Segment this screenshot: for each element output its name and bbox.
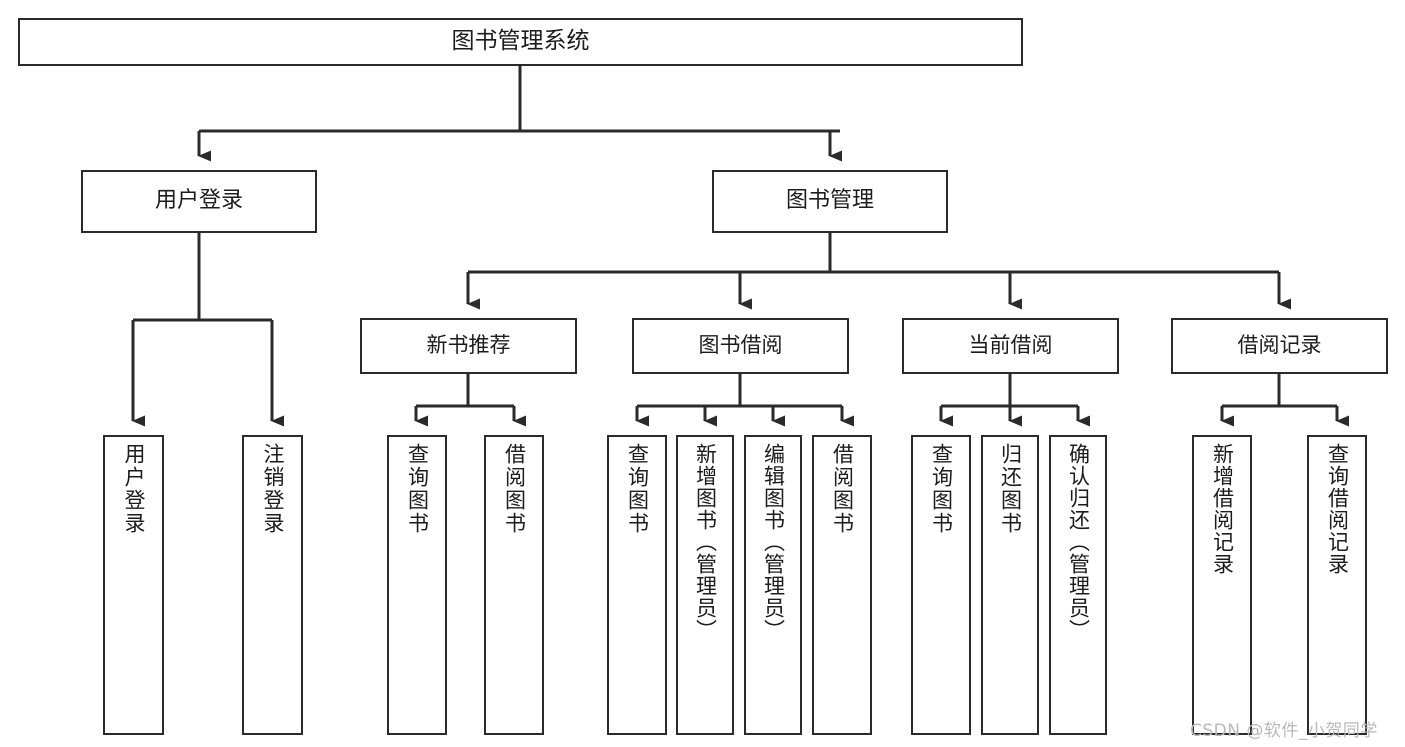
leaf-borrow-book-2-label: 借阅图书 — [830, 443, 855, 535]
leaf-user-login[interactable]: 用户登录 — [103, 435, 164, 735]
node-root[interactable]: 图书管理系统 — [18, 18, 1023, 66]
node-user-login-label: 用户登录 — [154, 188, 243, 214]
leaf-edit-book-label: 编辑图书（管理员） — [761, 443, 786, 641]
node-book-borrow[interactable]: 图书借阅 — [632, 318, 849, 374]
node-new-book-recommend[interactable]: 新书推荐 — [360, 318, 577, 374]
leaf-confirm-return-label: 确认归还（管理员） — [1066, 443, 1091, 641]
leaf-query-book-2-label: 查询图书 — [625, 443, 650, 535]
node-new-book-recommend-label: 新书推荐 — [426, 333, 511, 358]
node-borrow-record[interactable]: 借阅记录 — [1171, 318, 1388, 374]
leaf-query-book-3-label: 查询图书 — [929, 443, 954, 535]
csdn-watermark: CSDN @软件_小贺同学 — [1190, 721, 1378, 741]
leaf-edit-book[interactable]: 编辑图书（管理员） — [744, 435, 802, 735]
node-borrow-record-label: 借阅记录 — [1237, 333, 1322, 358]
leaf-return-book-label: 归还图书 — [998, 443, 1023, 535]
leaf-query-book-3[interactable]: 查询图书 — [911, 435, 971, 735]
node-book-manage[interactable]: 图书管理 — [712, 170, 948, 233]
node-current-borrow-label: 当前借阅 — [968, 333, 1053, 358]
leaf-query-book-1-label: 查询图书 — [405, 443, 430, 535]
leaf-query-book-1[interactable]: 查询图书 — [387, 435, 447, 735]
leaf-borrow-book-1[interactable]: 借阅图书 — [484, 435, 544, 735]
leaf-query-record-label: 查询借阅记录 — [1325, 443, 1350, 575]
leaf-user-login-label: 用户登录 — [122, 443, 146, 535]
node-root-label: 图书管理系统 — [451, 28, 590, 55]
leaf-add-record-label: 新增借阅记录 — [1210, 443, 1235, 575]
leaf-borrow-book-1-label: 借阅图书 — [502, 443, 527, 535]
leaf-return-book[interactable]: 归还图书 — [981, 435, 1039, 735]
leaf-query-record[interactable]: 查询借阅记录 — [1307, 435, 1367, 735]
leaf-add-record[interactable]: 新增借阅记录 — [1192, 435, 1252, 735]
leaf-query-book-2[interactable]: 查询图书 — [607, 435, 667, 735]
leaf-borrow-book-2[interactable]: 借阅图书 — [812, 435, 872, 735]
leaf-add-book[interactable]: 新增图书（管理员） — [676, 435, 734, 735]
leaf-user-logout[interactable]: 注销登录 — [242, 435, 303, 735]
leaf-confirm-return[interactable]: 确认归还（管理员） — [1049, 435, 1107, 735]
node-current-borrow[interactable]: 当前借阅 — [902, 318, 1119, 374]
node-book-borrow-label: 图书借阅 — [698, 333, 783, 358]
node-book-manage-label: 图书管理 — [785, 188, 874, 214]
leaf-user-logout-label: 注销登录 — [261, 443, 285, 535]
node-user-login[interactable]: 用户登录 — [81, 170, 317, 233]
leaf-add-book-label: 新增图书（管理员） — [693, 443, 718, 641]
